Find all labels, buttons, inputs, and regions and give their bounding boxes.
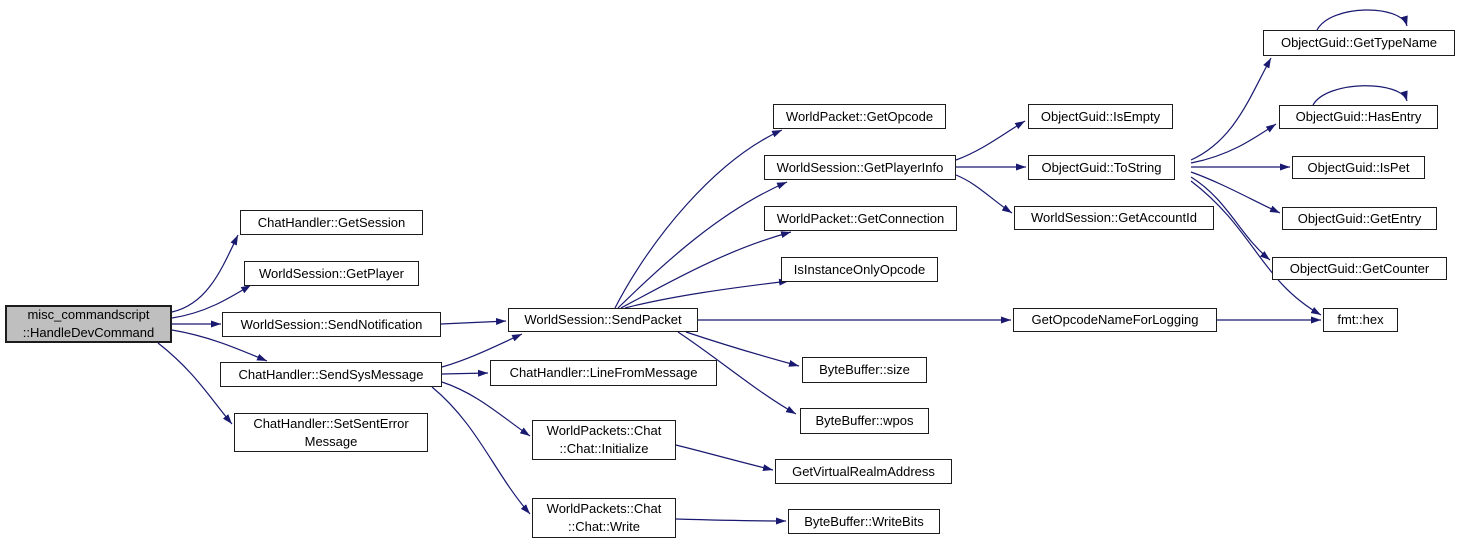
node-getopcodenameforlogging[interactable]: GetOpcodeNameForLogging xyxy=(1013,308,1217,332)
node-bytebuffer-size[interactable]: ByteBuffer::size xyxy=(802,357,927,383)
edge-chatwrite-bytebufferwritebits xyxy=(675,517,787,525)
edge-handledevcommand-getplayer xyxy=(171,284,252,319)
node-worldpacket-getopcode[interactable]: WorldPacket::GetOpcode xyxy=(773,104,946,129)
node-bytebuffer-wpos[interactable]: ByteBuffer::wpos xyxy=(800,408,929,434)
node-worldsession-getaccountid[interactable]: WorldSession::GetAccountId xyxy=(1014,206,1214,230)
edge-sendpacket-getconnection xyxy=(620,231,792,309)
edge-tostring-fmthex xyxy=(1190,180,1322,316)
node-misc-commandscript-handledevcommand[interactable]: misc_commandscript ::HandleDevCommand xyxy=(5,305,172,343)
node-chathandler-setsenterrormessage[interactable]: ChatHandler::SetSentError Message xyxy=(234,413,428,452)
node-bytebuffer-writebits[interactable]: ByteBuffer::WriteBits xyxy=(788,509,940,534)
node-objectguid-getentry[interactable]: ObjectGuid::GetEntry xyxy=(1282,207,1437,230)
node-chathandler-getsession[interactable]: ChatHandler::GetSession xyxy=(240,210,423,235)
node-objectguid-ispet[interactable]: ObjectGuid::IsPet xyxy=(1292,156,1425,179)
edge-handledevcommand-getsession xyxy=(171,234,239,313)
edge-sendsysmessage-chatinitialize xyxy=(441,381,531,437)
edge-sendsysmessage-chatwrite xyxy=(431,386,531,515)
node-worldpackets-chat-write[interactable]: WorldPackets::Chat ::Chat::Write xyxy=(532,498,676,538)
node-worldsession-sendnotification[interactable]: WorldSession::SendNotification xyxy=(222,312,441,337)
node-objectguid-gettypename[interactable]: ObjectGuid::GetTypeName xyxy=(1263,30,1455,56)
node-fmt-hex[interactable]: fmt::hex xyxy=(1323,308,1398,332)
edge-getplayerinfo-isempty xyxy=(955,120,1026,161)
edge-tostring-getentry xyxy=(1190,171,1281,214)
node-worldsession-getplayer[interactable]: WorldSession::GetPlayer xyxy=(244,261,419,286)
edge-hasentry-self-loop xyxy=(1312,85,1408,106)
edge-handledevcommand-setsenterrormessage xyxy=(157,342,233,425)
node-chathandler-sendsysmessage[interactable]: ChatHandler::SendSysMessage xyxy=(220,362,442,387)
edge-sendpacket-bytebuffersize xyxy=(685,331,800,367)
node-objectguid-isempty[interactable]: ObjectGuid::IsEmpty xyxy=(1028,104,1173,129)
node-isinstanceonlyopcode[interactable]: IsInstanceOnlyOpcode xyxy=(781,257,938,282)
edge-sendsysmessage-sendpacket xyxy=(441,333,523,368)
edge-sendnotification-sendpacket xyxy=(440,317,507,325)
node-worldpacket-getconnection[interactable]: WorldPacket::GetConnection xyxy=(764,206,957,231)
edge-sendpacket-isinstanceonlyopcode xyxy=(624,278,790,309)
node-worldsession-sendpacket[interactable]: WorldSession::SendPacket xyxy=(508,308,698,332)
edge-handledevcommand-sendsysmessage xyxy=(171,329,268,362)
edge-chatinitialize-getvirtualrealmaddress xyxy=(675,444,774,472)
edge-tostring-gettypename xyxy=(1190,57,1272,161)
node-worldpackets-chat-initialize[interactable]: WorldPackets::Chat ::Chat::Initialize xyxy=(532,420,676,460)
edge-getplayerinfo-getaccountid xyxy=(955,174,1013,214)
edge-sendpacket-getplayerinfo xyxy=(617,181,788,309)
edge-gettypename-self-loop xyxy=(1316,9,1408,31)
node-getvirtualrealmaddress[interactable]: GetVirtualRealmAddress xyxy=(775,459,952,484)
edge-tostring-getcounter xyxy=(1190,176,1271,261)
node-worldsession-getplayerinfo[interactable]: WorldSession::GetPlayerInfo xyxy=(764,155,956,180)
node-chathandler-linefrommessage[interactable]: ChatHandler::LineFromMessage xyxy=(490,360,717,386)
edge-sendsysmessage-linefrommessage xyxy=(441,369,489,377)
edge-sendpacket-getopcode xyxy=(614,129,783,309)
edge-tostring-hasentry xyxy=(1190,123,1277,164)
node-objectguid-tostring[interactable]: ObjectGuid::ToString xyxy=(1028,155,1175,180)
node-objectguid-hasentry[interactable]: ObjectGuid::HasEntry xyxy=(1279,105,1438,129)
edge-sendpacket-bytebufferwpos xyxy=(677,331,797,415)
node-objectguid-getcounter[interactable]: ObjectGuid::GetCounter xyxy=(1272,257,1447,280)
